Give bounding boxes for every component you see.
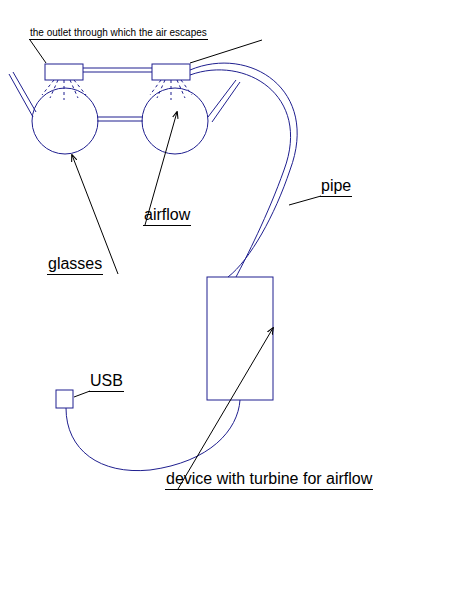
left-temple bbox=[9, 72, 36, 117]
callout-label: device with turbine for airflow bbox=[165, 470, 373, 490]
callout-label: USB bbox=[89, 372, 124, 392]
left-outlet bbox=[45, 64, 83, 80]
leader-line bbox=[74, 391, 90, 397]
bridge bbox=[97, 117, 143, 121]
right-lens bbox=[142, 88, 208, 154]
pipe bbox=[190, 63, 297, 277]
right-temple bbox=[208, 80, 240, 122]
left-lens bbox=[32, 88, 98, 154]
callout-label: airflow bbox=[143, 206, 191, 226]
outlet-tube bbox=[83, 68, 152, 72]
device-box bbox=[207, 277, 273, 400]
leader-line bbox=[30, 40, 262, 63]
leader-line bbox=[178, 328, 273, 489]
airflow-lines-right bbox=[150, 80, 192, 100]
usb-plug bbox=[56, 390, 73, 408]
callout-label: glasses bbox=[47, 255, 103, 275]
pipe-inner bbox=[190, 70, 291, 277]
leader-line bbox=[289, 196, 321, 205]
right-outlet bbox=[152, 64, 190, 80]
callout-label: pipe bbox=[320, 177, 352, 197]
airflow-lines-left bbox=[42, 80, 86, 100]
callout-label: the outlet through which the air escapes bbox=[29, 27, 208, 40]
usb-cable bbox=[66, 400, 240, 471]
